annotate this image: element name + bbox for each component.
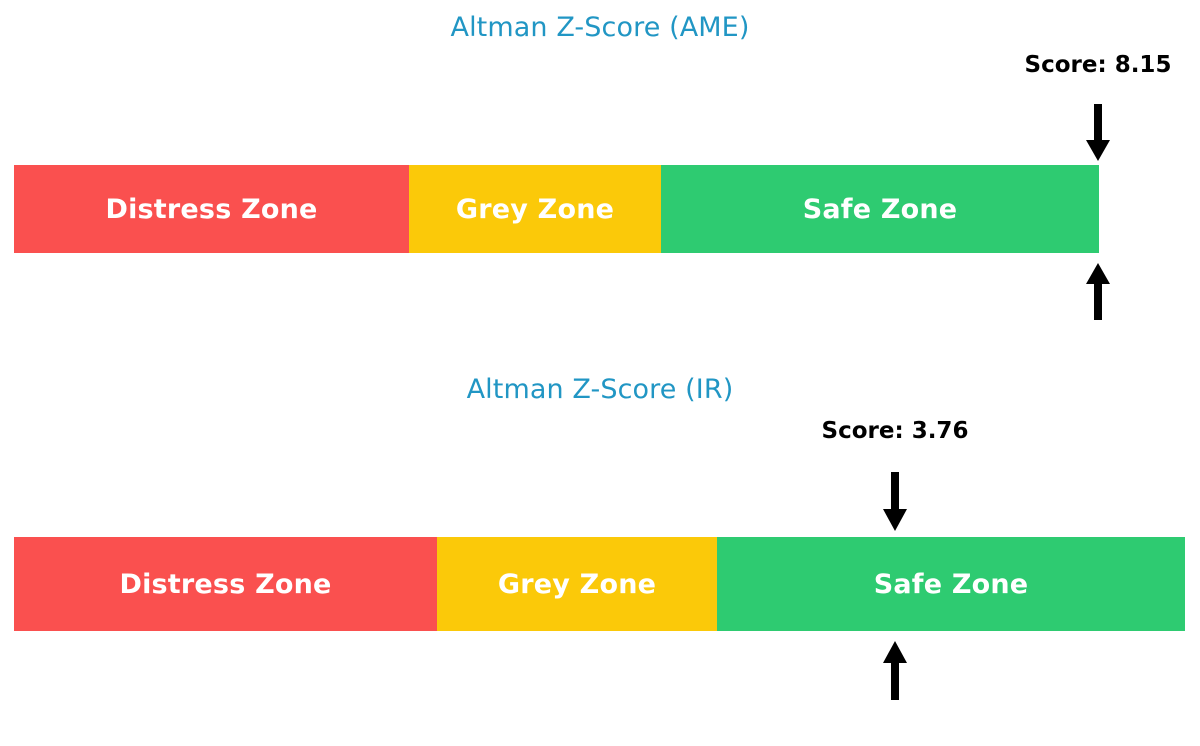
zone-label-safe-ame: Safe Zone [802, 193, 958, 225]
panel-title-ame: Altman Z-Score (AME) [450, 12, 750, 43]
panel-title-ir: Altman Z-Score (IR) [466, 374, 734, 405]
zone-bar-ir: Distress Zone Grey Zone Safe Zone [14, 537, 1185, 631]
zone-bar-ame: Distress Zone Grey Zone Safe Zone [14, 165, 1099, 253]
zscore-panel-ame: Altman Z-Score (AME) Score: 8.15 Distres… [0, 0, 1200, 360]
zone-label-grey-ame: Grey Zone [455, 193, 615, 225]
zone-label-safe-ir: Safe Zone [873, 568, 1029, 600]
zone-distress-ir: Distress Zone [14, 537, 437, 631]
zone-grey-ir: Grey Zone [437, 537, 717, 631]
zone-label-distress-ir: Distress Zone [119, 568, 332, 600]
zone-safe-ame: Safe Zone [661, 165, 1099, 253]
score-marker-down-arrow-ir [881, 472, 909, 532]
score-marker-up-arrow-ame [1084, 262, 1112, 320]
zscore-panel-ir: Altman Z-Score (IR) Score: 3.76 Distress… [0, 360, 1200, 746]
zone-distress-ame: Distress Zone [14, 165, 409, 253]
score-label-ir: Score: 3.76 [821, 418, 969, 444]
score-marker-up-arrow-ir [881, 640, 909, 700]
score-marker-down-arrow-ame [1084, 104, 1112, 162]
zone-label-distress-ame: Distress Zone [105, 193, 318, 225]
score-label-ame: Score: 8.15 [1024, 52, 1172, 78]
zone-label-grey-ir: Grey Zone [497, 568, 657, 600]
zone-grey-ame: Grey Zone [409, 165, 661, 253]
zone-safe-ir: Safe Zone [717, 537, 1185, 631]
